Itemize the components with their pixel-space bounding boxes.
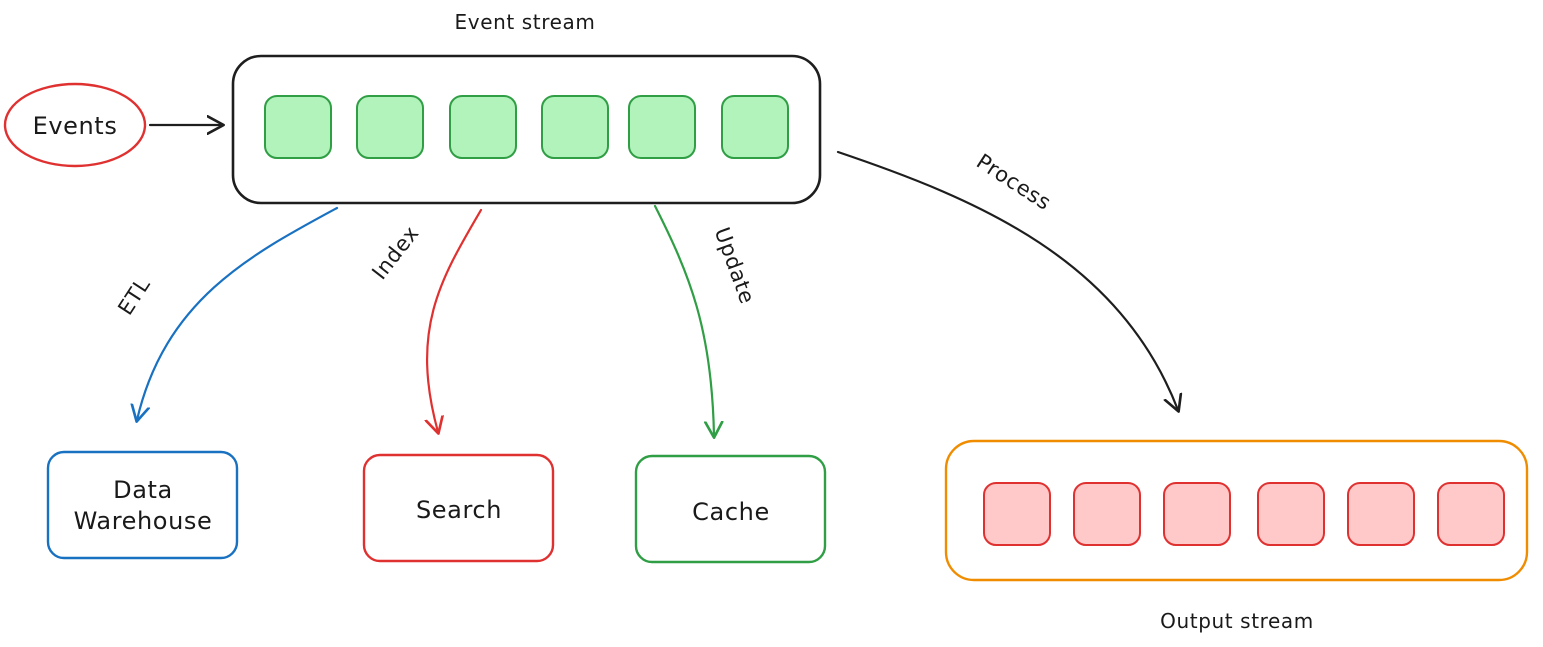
edge-label-index: Index [367, 221, 423, 284]
output-item-1[interactable] [983, 482, 1051, 546]
event-item-1[interactable] [264, 95, 332, 159]
data-warehouse-node[interactable]: Data Warehouse [46, 450, 239, 560]
output-stream-container[interactable] [944, 439, 1529, 582]
edge-label-etl: ETL [113, 273, 155, 319]
event-stream-box [231, 54, 822, 205]
data-warehouse-label-line2: Warehouse [74, 507, 213, 535]
edge-process-path [836, 150, 1178, 410]
output-stream-caption: Output stream [1160, 609, 1314, 633]
event-item-4[interactable] [541, 95, 609, 159]
output-item-5[interactable] [1347, 482, 1415, 546]
cache-node[interactable]: Cache [634, 454, 827, 564]
event-item-6[interactable] [721, 95, 789, 159]
search-node[interactable]: Search [362, 453, 555, 563]
edge-update-path [653, 204, 714, 436]
event-stream-container[interactable] [231, 54, 822, 205]
event-stream-items [264, 95, 789, 159]
events-ellipse [3, 82, 147, 168]
output-item-3[interactable] [1163, 482, 1231, 546]
output-item-6[interactable] [1437, 482, 1505, 546]
search-label: Search [416, 496, 502, 524]
search-box [362, 453, 555, 563]
output-item-2[interactable] [1073, 482, 1141, 546]
output-stream-box [944, 439, 1529, 582]
output-stream-items [983, 482, 1505, 546]
edge-etl-path [137, 206, 339, 420]
edge-label-process: Process [972, 149, 1055, 215]
events-label: Events [33, 112, 118, 140]
data-warehouse-label-line1: Data [113, 476, 173, 504]
events-node[interactable]: Events [3, 82, 147, 168]
edge-label-update: Update [710, 224, 760, 307]
event-item-2[interactable] [356, 95, 424, 159]
output-item-4[interactable] [1257, 482, 1325, 546]
event-item-5[interactable] [628, 95, 696, 159]
event-item-3[interactable] [449, 95, 517, 159]
data-warehouse-box [46, 450, 239, 560]
event-stream-caption: Event stream [455, 10, 596, 34]
edge-index-path [427, 208, 483, 432]
cache-label: Cache [692, 498, 770, 526]
cache-box [634, 454, 827, 564]
